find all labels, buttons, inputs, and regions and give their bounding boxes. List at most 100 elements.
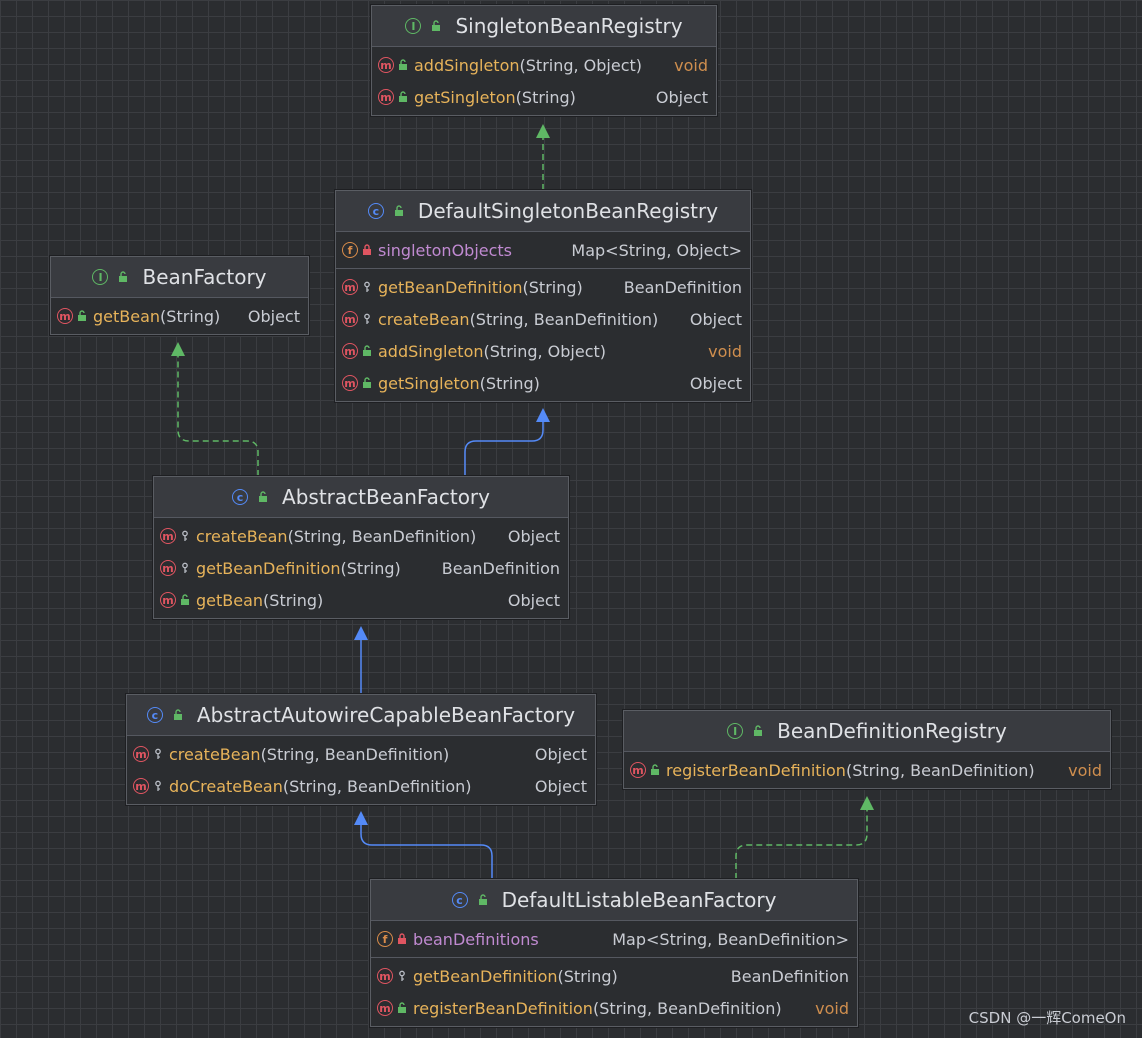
field-type: Map<String, BeanDefinition> bbox=[612, 929, 849, 949]
method-icon: m bbox=[342, 343, 358, 359]
node-title: AbstractAutowireCapableBeanFactory bbox=[196, 703, 576, 727]
method-icon: m bbox=[342, 375, 358, 391]
method-icon: m bbox=[160, 528, 176, 544]
method-params: (String, BeanDefinition) bbox=[592, 998, 782, 1018]
method-return-type: void bbox=[674, 55, 708, 75]
field-icon: f bbox=[342, 242, 358, 258]
method-icon: m bbox=[342, 279, 358, 295]
public-unlocked-icon bbox=[394, 205, 403, 216]
method-icon: m bbox=[160, 560, 176, 576]
method-return-type: Object bbox=[534, 744, 587, 764]
method-name: registerBeanDefinition bbox=[413, 998, 593, 1018]
method-name: getBean bbox=[93, 306, 161, 326]
method-params: (String, BeanDefinition) bbox=[282, 776, 472, 796]
method-name: addSingleton bbox=[378, 341, 484, 361]
method-row[interactable]: m getBean(String) Object bbox=[154, 584, 568, 616]
protected-key-icon bbox=[155, 748, 161, 759]
method-icon: m bbox=[133, 778, 149, 794]
arrowhead-default-singleton-bean-registry bbox=[536, 408, 550, 422]
method-name: getSingleton bbox=[378, 373, 480, 393]
node-title: SingletonBeanRegistry bbox=[455, 14, 683, 38]
method-params: (String, BeanDefinition) bbox=[845, 760, 1035, 780]
edge-extends-abstract-autowire-capable-bean-factory bbox=[360, 825, 493, 879]
private-lock-icon bbox=[363, 244, 371, 255]
public-unlocked-icon bbox=[173, 709, 182, 720]
method-return-type: Object bbox=[689, 373, 742, 393]
method-icon: m bbox=[57, 308, 73, 324]
class-icon: c bbox=[367, 203, 384, 219]
method-return-type: void bbox=[1068, 760, 1102, 780]
public-unlocked-icon bbox=[363, 377, 371, 388]
edge-realizes-bean-definition-registry bbox=[735, 810, 868, 879]
method-row[interactable]: m getSingleton(String) Object bbox=[336, 367, 750, 399]
protected-key-icon bbox=[364, 313, 370, 324]
method-return-type: void bbox=[708, 341, 742, 361]
class-icon: c bbox=[146, 707, 163, 723]
method-name: getBean bbox=[196, 590, 264, 610]
method-return-type: Object bbox=[247, 306, 300, 326]
field-name: singletonObjects bbox=[378, 240, 513, 260]
method-params: (String, BeanDefinition) bbox=[287, 526, 477, 546]
method-params: (String) bbox=[479, 373, 540, 393]
method-return-type: Object bbox=[507, 526, 560, 546]
protected-key-icon bbox=[364, 281, 370, 292]
method-icon: m bbox=[378, 57, 394, 73]
public-unlocked-icon bbox=[399, 59, 407, 70]
method-icon: m bbox=[160, 592, 176, 608]
public-unlocked-icon bbox=[259, 491, 268, 502]
interface-icon: I bbox=[405, 18, 422, 34]
method-params: (String) bbox=[557, 966, 618, 986]
public-unlocked-icon bbox=[398, 1002, 406, 1013]
private-lock-icon bbox=[398, 933, 406, 944]
method-return-type: Object bbox=[507, 590, 560, 610]
arrowhead-abstract-bean-factory bbox=[354, 626, 368, 640]
method-row[interactable]: m createBean(String, BeanDefinition) Objec… bbox=[154, 520, 568, 552]
protected-key-icon bbox=[155, 780, 161, 791]
method-name: getBeanDefinition bbox=[378, 277, 523, 297]
method-return-type: Object bbox=[655, 87, 708, 107]
public-unlocked-icon bbox=[399, 91, 407, 102]
method-name: createBean bbox=[196, 526, 288, 546]
arrowhead-abstract-autowire-capable-bean-factory bbox=[354, 811, 368, 825]
class-icon: c bbox=[232, 489, 249, 505]
method-icon: m bbox=[133, 746, 149, 762]
public-unlocked-icon bbox=[181, 594, 189, 605]
method-icon: m bbox=[630, 762, 646, 778]
method-return-type: void bbox=[815, 998, 849, 1018]
node-title: BeanFactory bbox=[142, 265, 267, 289]
method-params: (String, Object) bbox=[519, 55, 643, 75]
public-unlocked-icon bbox=[363, 345, 371, 356]
method-params: (String) bbox=[263, 590, 324, 610]
protected-key-icon bbox=[399, 970, 405, 981]
arrowhead-bean-factory bbox=[171, 342, 185, 356]
